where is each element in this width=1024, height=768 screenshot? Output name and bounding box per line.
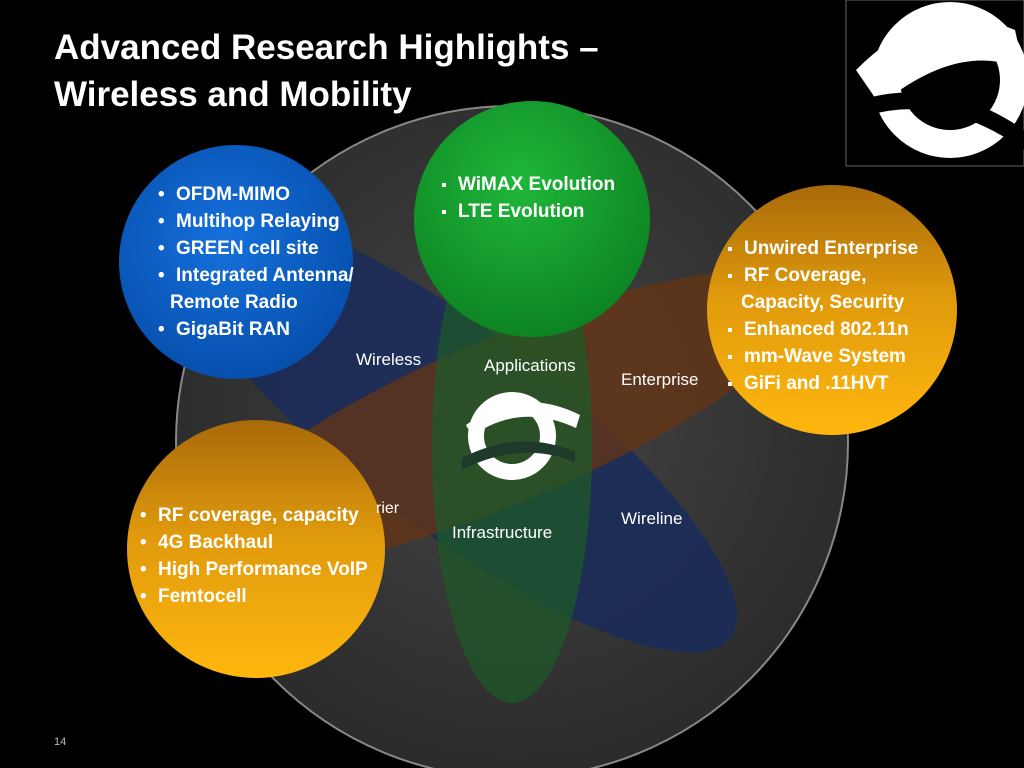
slide-number: 14 xyxy=(54,736,67,748)
list-item: mm-Wave System xyxy=(726,343,918,370)
list-item: Remote Radio xyxy=(170,292,298,313)
list-item: WiMAX Evolution xyxy=(440,171,615,198)
list-item: Enhanced 802.11n xyxy=(726,316,918,343)
slide-title: Advanced Research Highlights – Wireless … xyxy=(54,24,599,118)
enterprise-research-list: Unwired Enterprise RF Coverage, Capacity… xyxy=(726,235,918,397)
list-item: OFDM-MIMO xyxy=(158,181,354,208)
center-logo-cut xyxy=(462,441,575,470)
list-item: RF Coverage, xyxy=(726,262,918,289)
list-item: GiFi and .11HVT xyxy=(726,370,918,397)
label-wireless: Wireless xyxy=(356,350,422,369)
green-circle xyxy=(414,101,650,337)
corner-logo-swoosh xyxy=(856,18,1024,106)
list-item: Capacity, Security xyxy=(741,292,905,313)
center-logo-ring xyxy=(468,392,556,480)
label-infrastructure: Infrastructure xyxy=(452,523,553,542)
list-item: Femtocell xyxy=(140,583,368,610)
label-fragment: rier xyxy=(376,500,400,517)
label-wireline: Wireline xyxy=(621,509,683,528)
center-logo-swoosh xyxy=(466,402,580,436)
corner-logo-cut xyxy=(860,92,1024,150)
corner-logo xyxy=(845,0,1024,167)
list-item: Multihop Relaying xyxy=(158,208,354,235)
list-item: LTE Evolution xyxy=(440,198,615,225)
wireless-research-list: OFDM-MIMO Multihop Relaying GREEN cell s… xyxy=(158,181,354,343)
list-item: Unwired Enterprise xyxy=(726,235,918,262)
label-enterprise: Enterprise xyxy=(621,370,699,389)
list-item: GigaBit RAN xyxy=(158,316,354,343)
center-logo xyxy=(462,392,580,480)
title-line-2: Wireless and Mobility xyxy=(54,75,412,114)
list-item: RF coverage, capacity xyxy=(140,502,368,529)
orange-circle-right xyxy=(707,185,957,435)
carrier-research-list: RF coverage, capacity 4G Backhaul High P… xyxy=(140,502,368,610)
list-item: GREEN cell site xyxy=(158,235,354,262)
list-item: 4G Backhaul xyxy=(140,529,368,556)
list-item: Integrated Antenna/ xyxy=(158,262,354,289)
applications-research-list: WiMAX Evolution LTE Evolution xyxy=(440,171,615,225)
label-applications: Applications xyxy=(484,356,576,375)
title-line-1: Advanced Research Highlights – xyxy=(54,28,599,67)
list-item: High Performance VoIP xyxy=(140,556,368,583)
